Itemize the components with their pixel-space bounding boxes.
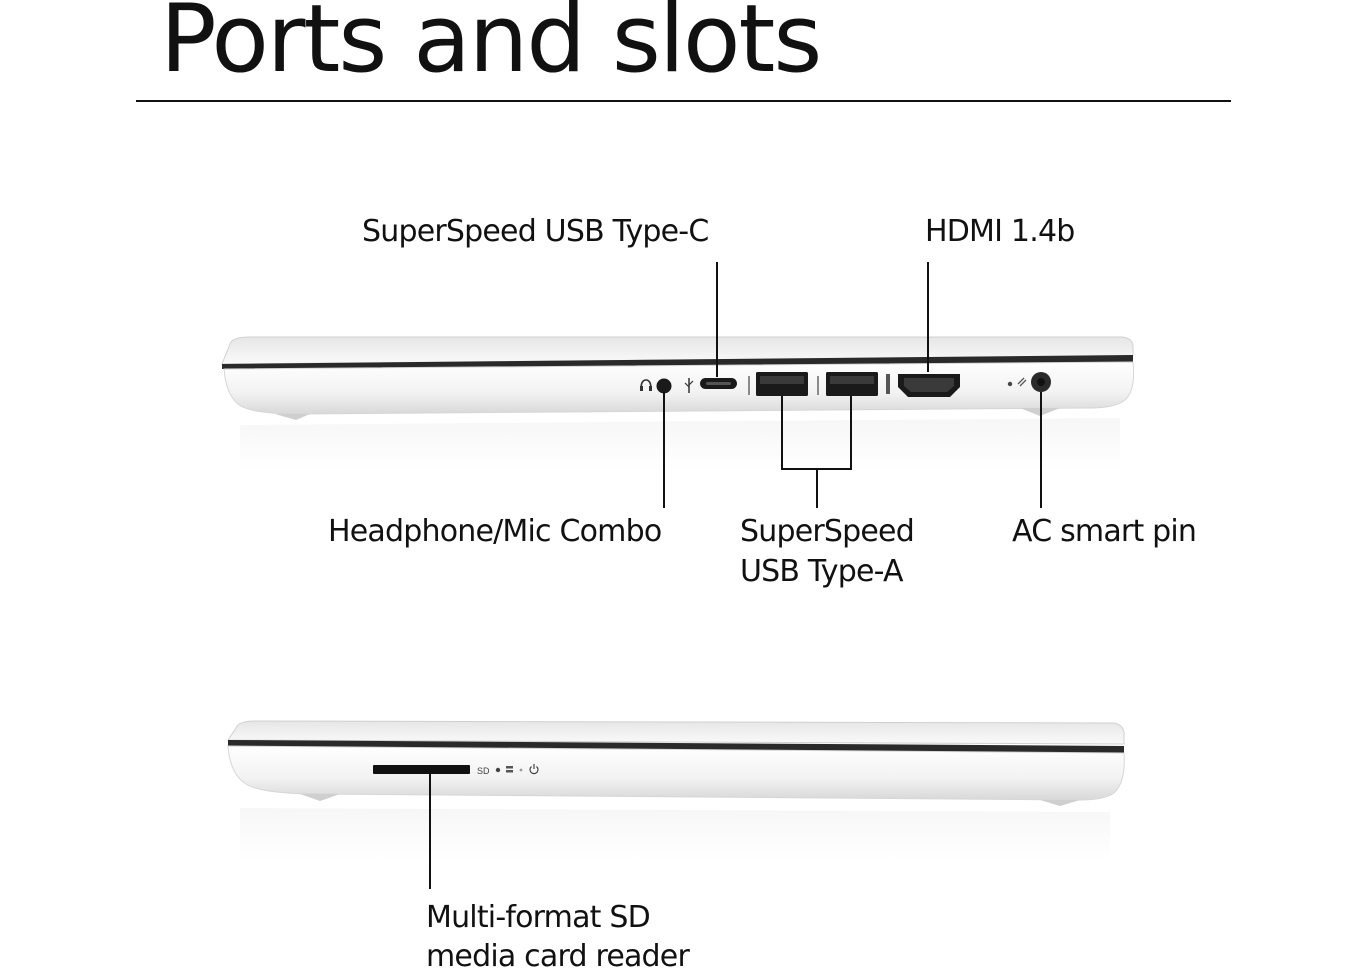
audio-label: Headphone/Mic Combo (328, 514, 662, 549)
ac-label: AC smart pin (1012, 514, 1197, 549)
sd-callout-line (429, 774, 431, 889)
audio-jack-port (656, 378, 672, 394)
usb-c-callout-line (716, 262, 718, 377)
charge-led-icon (1007, 381, 1013, 387)
sd-card-slot (373, 765, 470, 774)
drive-activity-icon (506, 766, 513, 773)
hdmi-marking-icon (886, 374, 890, 394)
usb-a-label-line2: USB Type-A (740, 554, 904, 589)
status-led-icon (495, 767, 501, 773)
laptop-left-body (227, 720, 1125, 860)
usb-a-right-callout-line (850, 396, 852, 470)
usb-c-label: SuperSpeed USB Type-C (362, 214, 709, 249)
hdmi-callout-line (927, 262, 929, 372)
sd-label-line2: media card reader (426, 939, 690, 974)
usb-symbol-icon (684, 378, 694, 393)
power-plug-icon (1017, 377, 1027, 387)
power-icon (529, 764, 539, 775)
page-title: Ports and slots (160, 0, 822, 94)
hdmi-label: HDMI 1.4b (925, 214, 1075, 249)
indicator-dot (519, 768, 523, 772)
title-divider (136, 100, 1231, 102)
sd-label-line1: Multi-format SD (426, 900, 651, 935)
audio-callout-line (663, 392, 665, 508)
usb-a-stem-line (816, 468, 818, 508)
usb-a-left-callout-line (781, 396, 783, 470)
laptop-right-body (221, 336, 1135, 470)
ac-callout-line (1040, 392, 1042, 508)
headphone-icon (640, 379, 652, 391)
usb-a-label-line1: SuperSpeed (740, 514, 915, 549)
sd-marking-label: SD (477, 766, 490, 776)
